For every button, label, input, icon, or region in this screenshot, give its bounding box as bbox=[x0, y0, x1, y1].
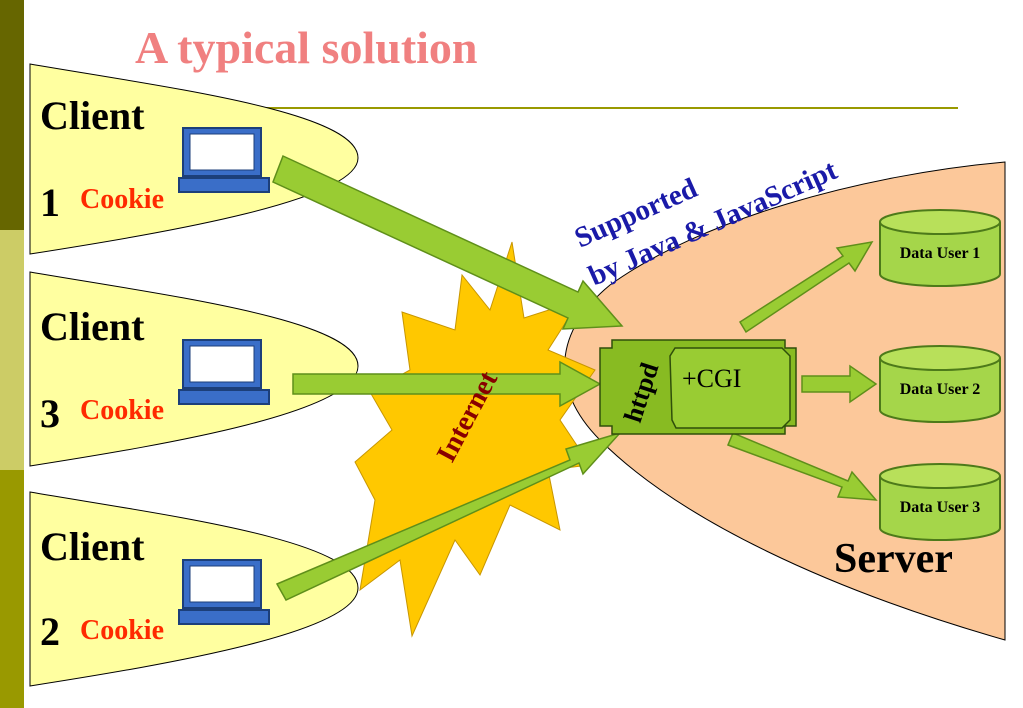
client-2-laptop-icon bbox=[178, 559, 270, 625]
client-3-cookie: Cookie bbox=[80, 395, 164, 426]
sidebar-band-light bbox=[0, 230, 24, 470]
cgi-label: +CGI bbox=[682, 364, 741, 393]
client-1-label: Client bbox=[40, 93, 145, 138]
slide-title: A typical solution bbox=[135, 22, 478, 73]
data-user-2-label: Data User 2 bbox=[900, 381, 981, 398]
sidebar-band-dark bbox=[0, 0, 24, 230]
client-3-label: Client bbox=[40, 304, 145, 349]
httpd-block bbox=[599, 339, 797, 435]
data-user-1-label: Data User 1 bbox=[900, 245, 981, 262]
arrow-client2-to-httpd bbox=[275, 431, 623, 601]
arrow-client3-to-httpd bbox=[292, 360, 602, 408]
arrow-httpd-to-user3 bbox=[727, 432, 878, 501]
client-2-number: 2 bbox=[40, 609, 60, 654]
server-label: Server bbox=[834, 536, 953, 582]
client-1-laptop-icon bbox=[178, 127, 270, 193]
client-2-label: Client bbox=[40, 524, 145, 569]
data-user-3-label: Data User 3 bbox=[900, 499, 981, 516]
client-2-cookie: Cookie bbox=[80, 615, 164, 646]
arrow-httpd-to-user2 bbox=[801, 364, 878, 404]
arrow-client1-to-httpd bbox=[272, 154, 624, 330]
sidebar-band-mid bbox=[0, 470, 24, 708]
arrow-httpd-to-user1 bbox=[738, 240, 874, 334]
client-1-number: 1 bbox=[40, 180, 60, 225]
client-3-number: 3 bbox=[40, 391, 60, 436]
client-3-laptop-icon bbox=[178, 339, 270, 405]
client-1-cookie: Cookie bbox=[80, 184, 164, 215]
